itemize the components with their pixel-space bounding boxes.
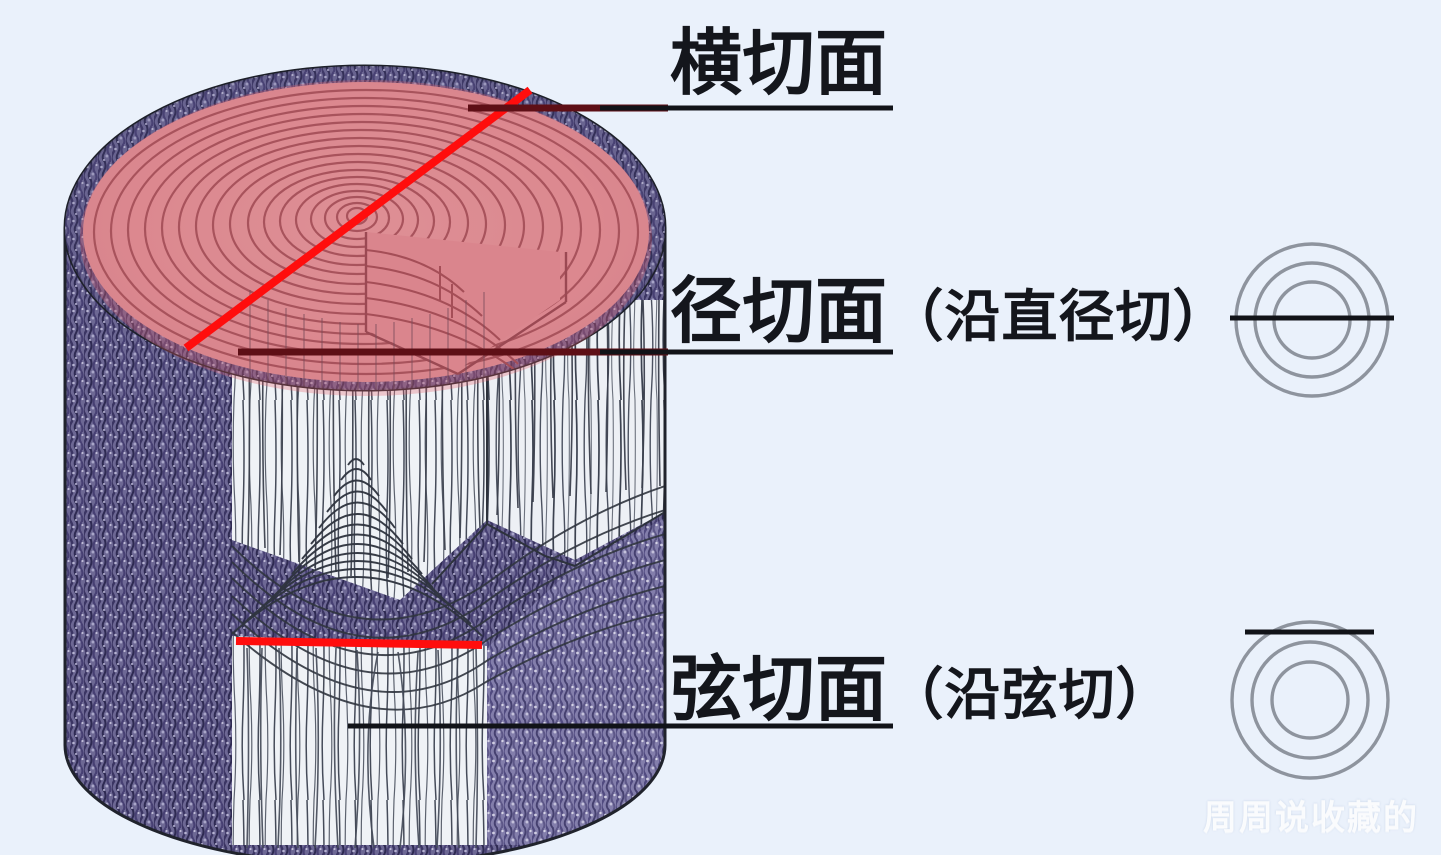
tangential-red-chord: [235, 637, 483, 649]
radial-cut-ring-diagram: [1230, 242, 1394, 398]
label-tangential-section: 弦切面（沿弦切）: [670, 654, 1173, 726]
label-radial-section: 径切面（沿直径切）: [670, 276, 1230, 348]
cut-marks: [183, 86, 533, 649]
log-body-outline: [63, 228, 667, 855]
bark-left-panel: [65, 228, 232, 855]
label-radial-section-main: 径切面: [670, 272, 888, 352]
leader-lines: [238, 104, 893, 729]
growth-rings: [92, 88, 640, 390]
label-cross-section: 横切面: [670, 28, 888, 100]
label-cross-section-main: 横切面: [670, 24, 888, 104]
top-cross-section: [63, 64, 667, 392]
cross-section-red-diagonal: [183, 86, 533, 352]
tangential-cut-ring-diagram: [1230, 620, 1390, 780]
label-tangential-section-sub: （沿弦切）: [887, 663, 1173, 726]
tangential-ring-arcs: [231, 458, 483, 637]
bark-right-panel: [487, 510, 665, 845]
cross-section-notch: [364, 232, 568, 389]
body-notch-wedge: [431, 300, 665, 585]
log-illustration: [63, 64, 667, 855]
lower-face-grain-lines: [246, 647, 479, 849]
label-tangential-section-main: 弦切面: [670, 650, 888, 730]
label-radial-section-sub: （沿直径切）: [887, 285, 1230, 348]
